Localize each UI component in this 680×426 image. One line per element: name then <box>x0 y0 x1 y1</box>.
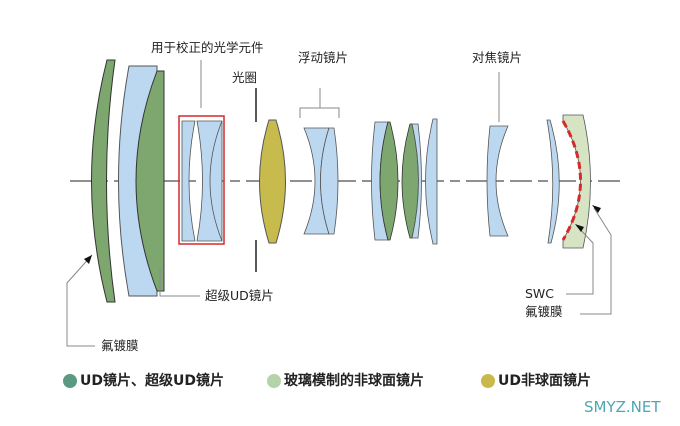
cemented-surface <box>209 120 223 242</box>
lens-element-6-ud-aspheric <box>259 119 286 244</box>
fluorine-front-leader-line <box>66 254 95 347</box>
arrow-head <box>84 255 92 264</box>
lens-element-5-glass <box>196 120 223 242</box>
fluorine-rear-leader-line <box>580 207 612 315</box>
lens-element-15-glass <box>546 119 560 244</box>
lens-element-12-glass <box>411 123 422 239</box>
label-fluorine-front: 氟镀膜 <box>101 338 139 353</box>
label-floating-lens: 浮动镜片 <box>298 50 349 65</box>
arrow-head <box>592 205 601 213</box>
legend-ud-swatch <box>63 374 77 388</box>
legend-ud-label: UD镜片、超级UD镜片 <box>80 373 224 389</box>
watermark: SMYZ.NET <box>584 398 661 416</box>
label-aperture: 光圈 <box>232 70 258 85</box>
label-super-ud: 超级UD镜片 <box>205 288 274 303</box>
label-swc: SWC <box>525 286 555 301</box>
legend-molded-aspheric: 玻璃模制的非球面镜片 <box>267 374 424 388</box>
swc-coating <box>561 120 582 241</box>
lens-element-8-floating <box>320 127 339 235</box>
lens-element-10-ud <box>379 121 399 241</box>
legend-ud-aspheric-label: UD非球面镜片 <box>498 373 591 389</box>
lens-element-1-ud <box>91 59 116 303</box>
legend-ud-aspheric-swatch <box>481 374 495 388</box>
legend-ud: UD镜片、超级UD镜片 <box>63 374 224 388</box>
label-focus-lens: 对焦镜片 <box>472 50 523 65</box>
floating-lens-bracket <box>299 88 340 118</box>
lens-element-14-focus <box>486 125 509 237</box>
label-fluorine-rear: 氟镀膜 <box>525 304 563 319</box>
correction-element-box <box>178 115 225 245</box>
lens-element-3-super-ud <box>135 70 165 292</box>
lens-element-13-glass <box>425 118 438 245</box>
swc-leader-line <box>566 225 594 295</box>
label-correction-element: 用于校正的光学元件 <box>151 40 264 55</box>
lens-element-4-glass <box>181 120 196 242</box>
legend-molded-aspheric-label: 玻璃模制的非球面镜片 <box>284 373 424 389</box>
super-ud-leader-line <box>159 268 200 297</box>
legend-molded-aspheric-swatch <box>267 374 281 388</box>
legend-ud-aspheric: UD非球面镜片 <box>481 374 591 388</box>
arrow-head <box>575 224 584 232</box>
